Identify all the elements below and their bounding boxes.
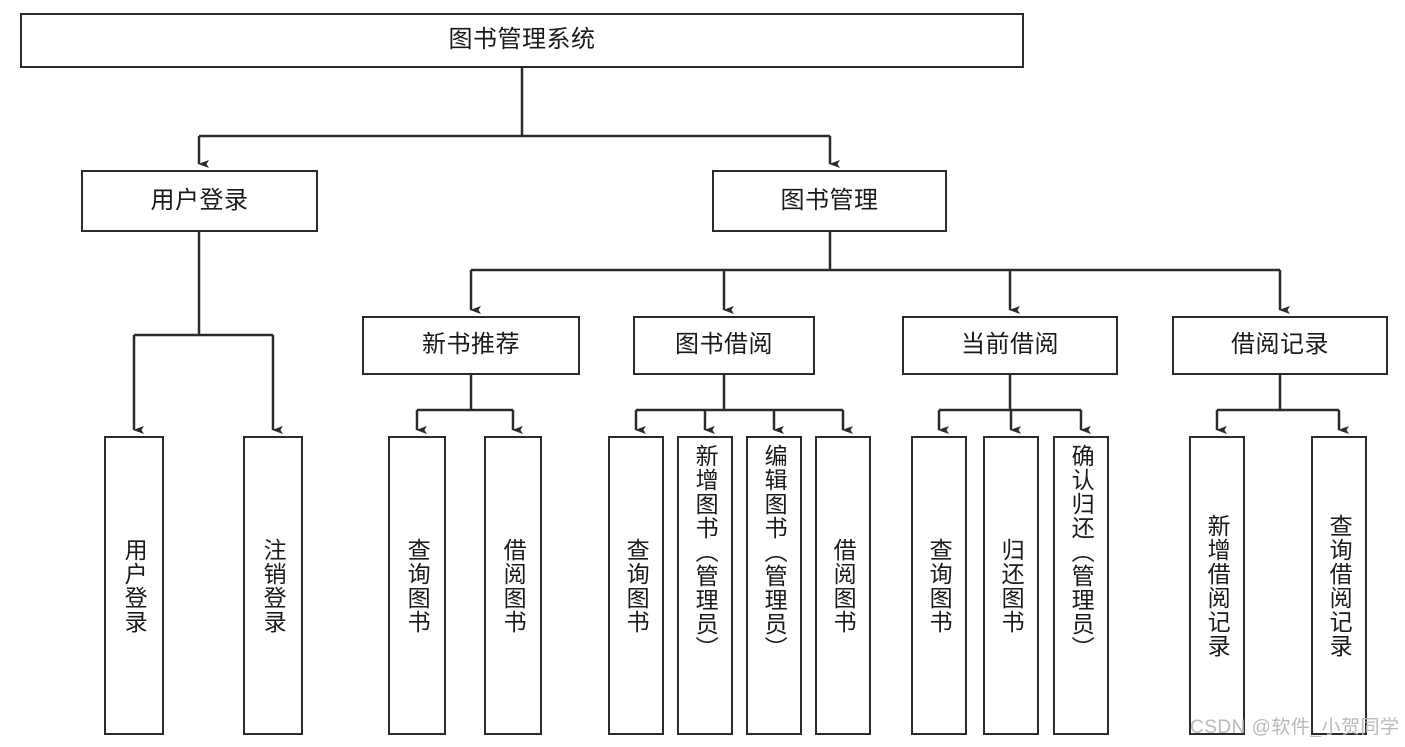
leaf-user-login[interactable]: 用户登录 <box>104 436 164 735</box>
node-book-borrow-label: 图书借阅 <box>675 331 773 359</box>
leaf-logout[interactable]: 注销登录 <box>243 436 303 735</box>
leaf-logout-label: 注销登录 <box>260 537 287 634</box>
node-book-manage[interactable]: 图书管理 <box>712 170 947 232</box>
leaf-query-book-rec[interactable]: 查询图书 <box>388 436 446 735</box>
leaf-borrow-book-label: 借阅图书 <box>830 537 857 634</box>
leaf-borrow-book-rec-label: 借阅图书 <box>500 537 527 634</box>
leaf-add-book-label: 新增图书（管理员） <box>692 444 719 660</box>
node-book-manage-label: 图书管理 <box>780 186 879 214</box>
leaf-add-record[interactable]: 新增借阅记录 <box>1189 436 1245 735</box>
csdn-watermark: CSDN @软件_小贺同学 <box>1190 717 1400 738</box>
node-root[interactable]: 图书管理系统 <box>20 13 1024 68</box>
leaf-user-login-label: 用户登录 <box>121 537 148 634</box>
leaf-query-book-bor[interactable]: 查询图书 <box>608 436 664 735</box>
node-user-login[interactable]: 用户登录 <box>81 170 318 232</box>
leaf-edit-book-label: 编辑图书（管理员） <box>761 444 788 660</box>
node-new-book-recommend-label: 新书推荐 <box>422 331 520 359</box>
leaf-borrow-book[interactable]: 借阅图书 <box>815 436 871 735</box>
leaf-query-book-rec-label: 查询图书 <box>404 537 431 634</box>
leaf-confirm-return[interactable]: 确认归还（管理员） <box>1053 436 1109 735</box>
leaf-query-book-cur[interactable]: 查询图书 <box>911 436 967 735</box>
node-current-borrow[interactable]: 当前借阅 <box>902 316 1118 375</box>
node-borrow-records-label: 借阅记录 <box>1231 331 1329 359</box>
node-user-login-label: 用户登录 <box>150 186 249 214</box>
node-root-label: 图书管理系统 <box>448 26 596 54</box>
leaf-return-book[interactable]: 归还图书 <box>983 436 1039 735</box>
node-borrow-records[interactable]: 借阅记录 <box>1172 316 1388 375</box>
leaf-query-book-bor-label: 查询图书 <box>623 537 650 634</box>
leaf-add-book[interactable]: 新增图书（管理员） <box>677 436 733 735</box>
leaf-add-record-label: 新增借阅记录 <box>1204 513 1231 658</box>
leaf-confirm-return-label: 确认归还（管理员） <box>1068 444 1095 660</box>
leaf-query-book-cur-label: 查询图书 <box>926 537 953 634</box>
leaf-query-record[interactable]: 查询借阅记录 <box>1311 436 1367 735</box>
leaf-return-book-label: 归还图书 <box>998 537 1025 634</box>
leaf-edit-book[interactable]: 编辑图书（管理员） <box>746 436 802 735</box>
connectors <box>132 68 1349 434</box>
leaf-query-record-label: 查询借阅记录 <box>1326 513 1353 658</box>
leaf-borrow-book-rec[interactable]: 借阅图书 <box>484 436 542 735</box>
node-new-book-recommend[interactable]: 新书推荐 <box>362 316 580 375</box>
node-current-borrow-label: 当前借阅 <box>961 331 1059 359</box>
node-book-borrow[interactable]: 图书借阅 <box>633 316 815 375</box>
